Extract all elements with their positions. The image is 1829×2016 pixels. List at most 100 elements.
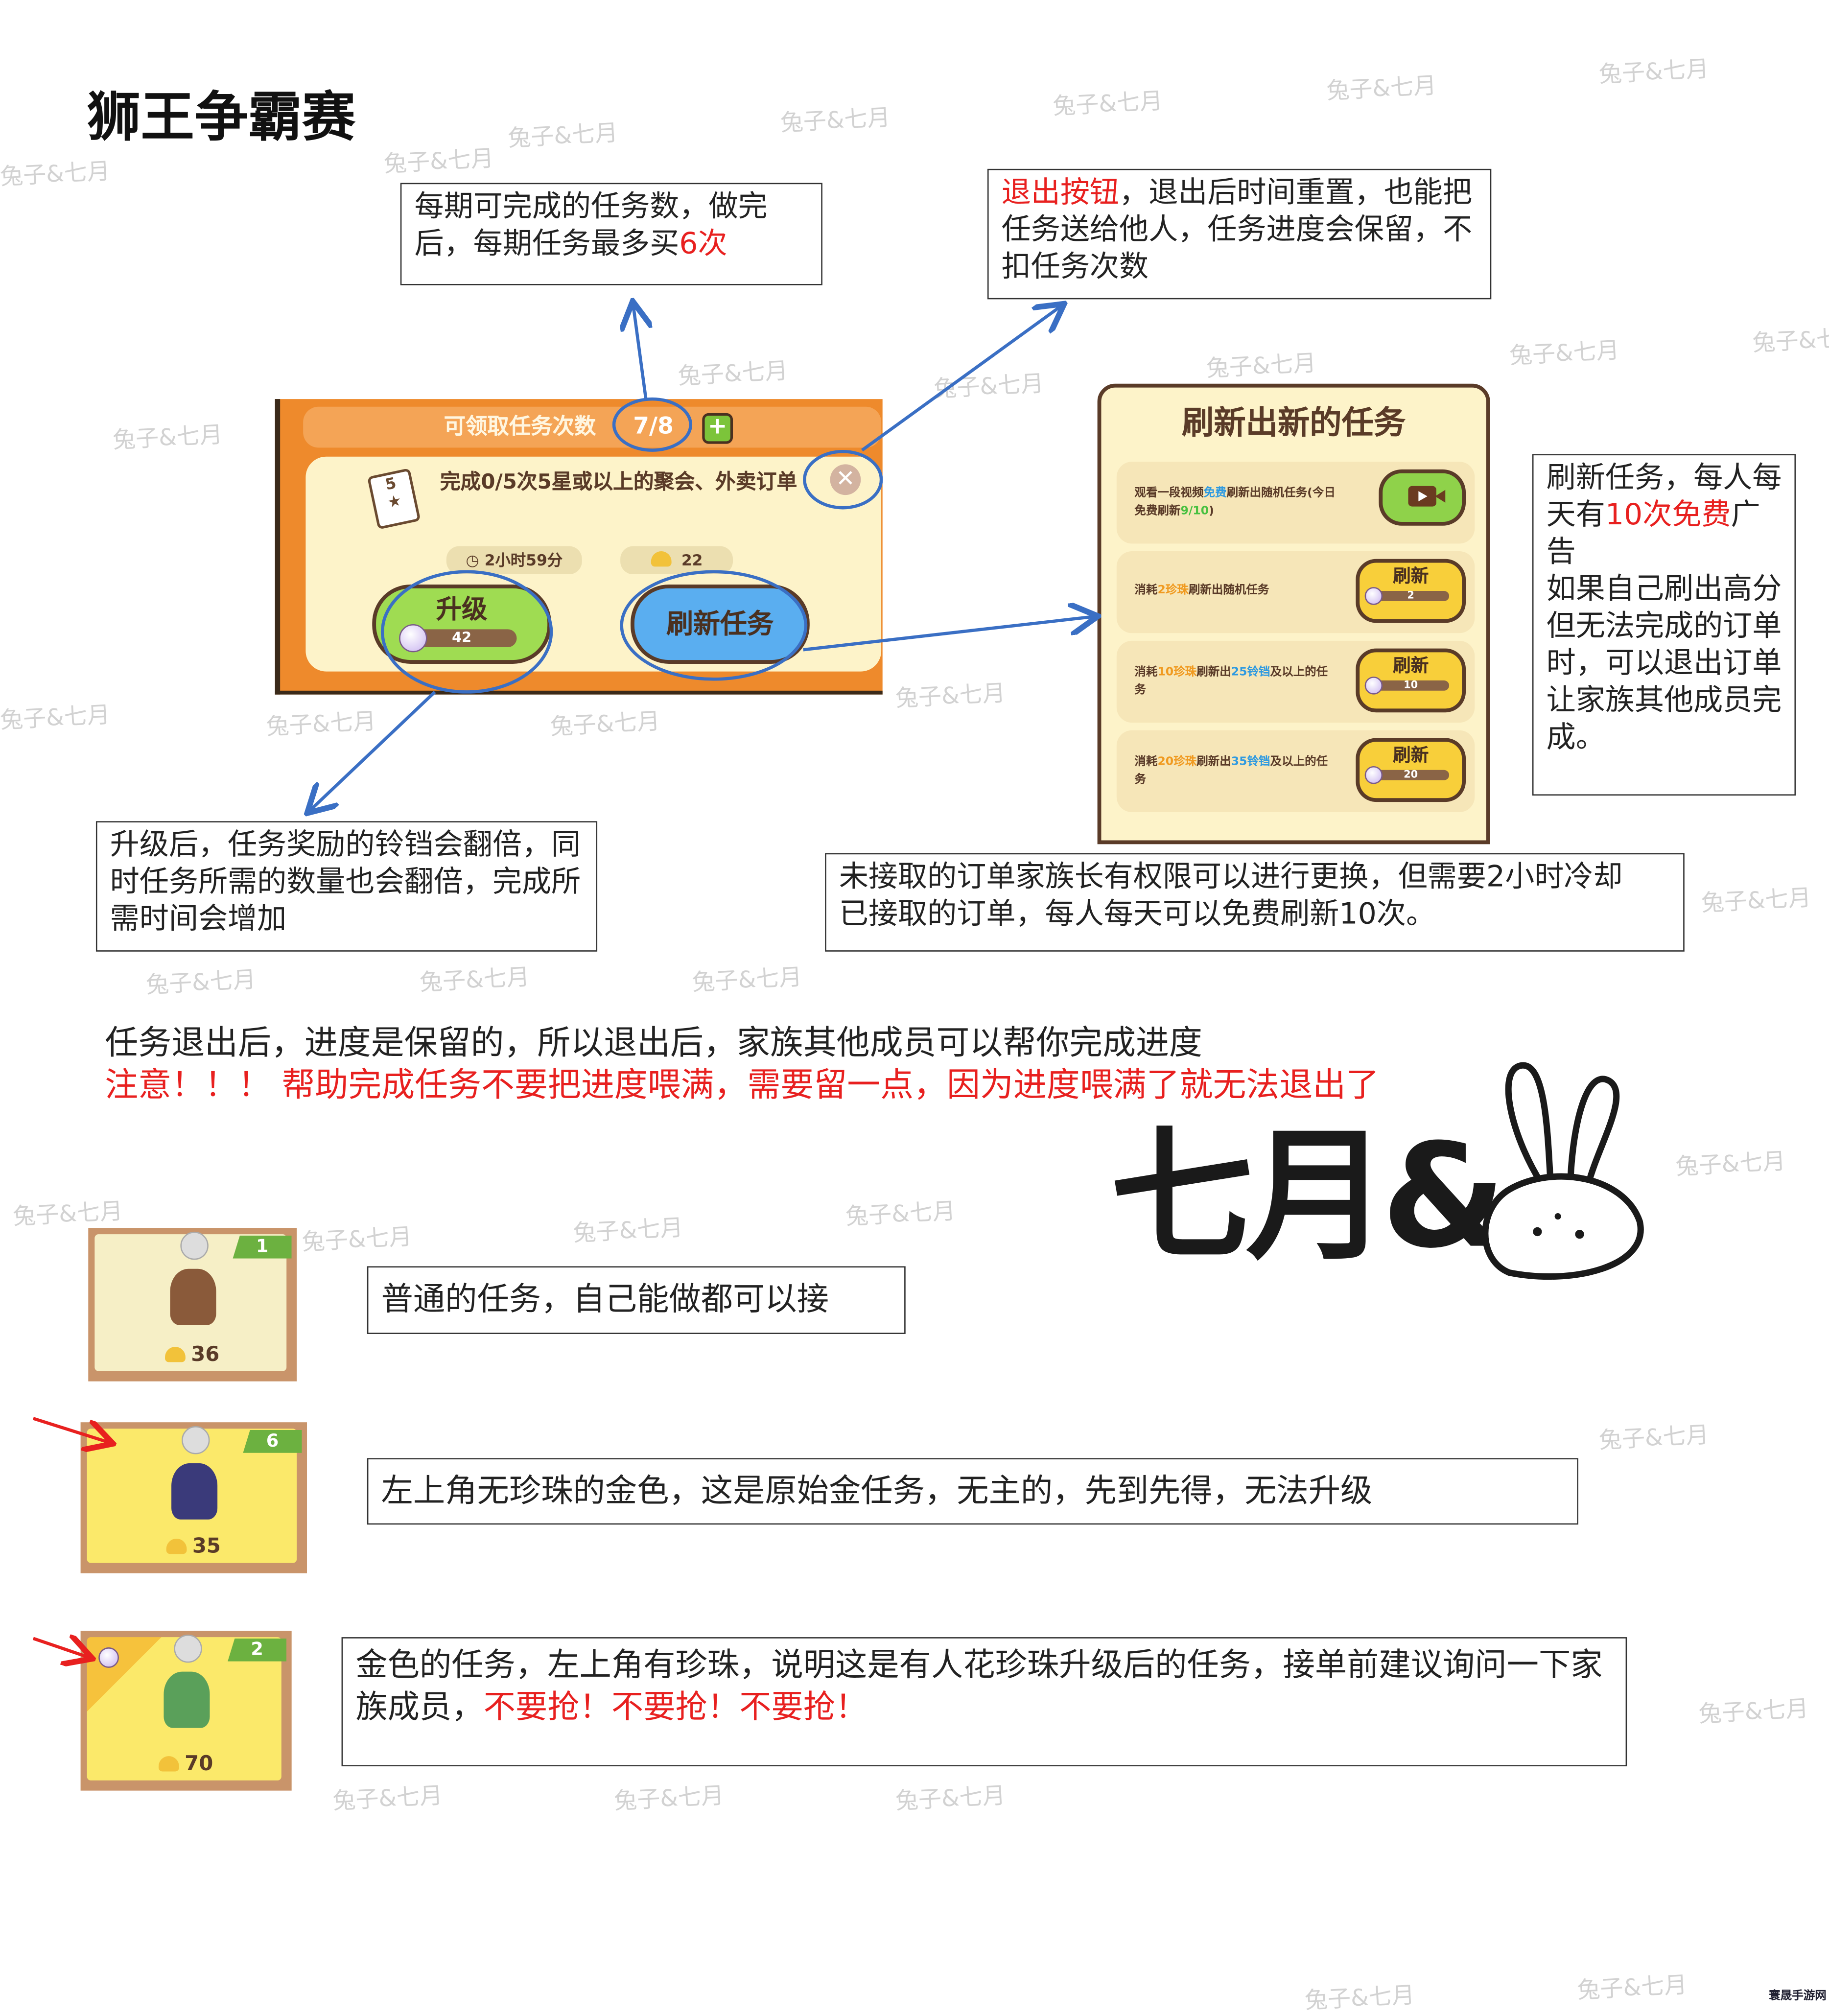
note-line: 已接取的订单，每人每天可以免费刷新10次。 — [839, 898, 1436, 931]
task-card-normal[interactable]: 1 36 — [88, 1228, 297, 1382]
item-icon — [170, 1463, 217, 1520]
text-part: 20珍珠 — [1157, 756, 1197, 769]
text-part: 刷新出随机任务 — [1188, 584, 1269, 598]
bell-icon — [165, 1347, 186, 1362]
card-reward: 35 — [81, 1534, 307, 1558]
red-arrow-original-gold — [32, 1417, 110, 1443]
highlight-refresh — [620, 570, 808, 681]
character-icon — [163, 1671, 210, 1728]
note-upgrade: 升级后，任务奖励的铃铛会翻倍，同时任务所需的数量也会翻倍，完成所需时间会增加 — [95, 821, 598, 952]
brand-logo: 寰晟手游网 — [1769, 1990, 1827, 2003]
refresh-option-video: 观看一段视频免费刷新出随机任务(今日免费刷新9/10) — [1116, 462, 1475, 544]
text-part: 消耗 — [1134, 756, 1158, 769]
refresh-cost: 20 — [1364, 766, 1450, 784]
arrow-to-upgrade-note — [309, 691, 436, 811]
task-card-upgraded-gold[interactable]: 2 70 — [80, 1631, 292, 1791]
watch-video-button[interactable] — [1379, 469, 1466, 526]
exit-task-button[interactable]: ✕ — [830, 464, 861, 495]
bell-icon — [650, 551, 671, 567]
progress-note: 任务退出后，进度是保留的，所以退出后，家族其他成员可以帮你完成进度 注意！！！ … — [105, 1023, 1379, 1107]
page-title: 狮王争霸赛 — [87, 86, 356, 149]
text-part: 35铃铛 — [1231, 756, 1270, 769]
card-level: 6 — [243, 1430, 302, 1453]
refresh-label: 刷新 — [1393, 746, 1429, 766]
note-text: 刷新任务，每人每天有 — [1546, 462, 1782, 532]
pearl-icon — [1364, 677, 1383, 695]
plus-icon[interactable]: + — [702, 413, 733, 444]
text-part: 刷新出随机任务(今日免费刷新 — [1134, 487, 1336, 518]
pearl-icon — [399, 624, 427, 653]
refresh-panel: 刷新出新的任务 观看一段视频免费刷新出随机任务(今日免费刷新9/10) 消耗2珍… — [1097, 383, 1490, 844]
note-buy-count: 每期可完成的任务数，做完后，每期任务最多买6次 — [400, 183, 822, 285]
bunny-icon — [1482, 1062, 1644, 1280]
pearl-icon — [98, 1647, 119, 1668]
option-text: 消耗2珍珠刷新出随机任务 — [1134, 582, 1339, 600]
pin-icon — [173, 1634, 202, 1663]
text-part: 消耗 — [1134, 666, 1158, 680]
bell-count: 35 — [192, 1533, 221, 1558]
bell-count: 70 — [185, 1751, 213, 1776]
task-description: 完成0/5次5星或以上的聚会、外卖订单 — [440, 469, 797, 494]
bell-icon — [166, 1538, 188, 1554]
note-highlight: 不要抢！不要抢！不要抢！ — [483, 1688, 868, 1726]
note-highlight: 10次免费 — [1605, 498, 1731, 532]
note-text: 如果自己刷出高分但无法完成的订单时，可以退出订单让家族其他成员完成。 — [1546, 573, 1782, 755]
task-count: 7/8 — [633, 413, 674, 440]
arrow-to-exit-note — [861, 305, 1062, 452]
highlight-exit — [803, 449, 883, 510]
task-count-header: 可领取任务次数 — [303, 406, 882, 448]
note-highlight: 6次 — [679, 228, 727, 261]
text-part: 2珍珠 — [1157, 584, 1189, 598]
note-line: 未接取的订单家族长有权限可以进行更换，但需要2小时冷却 — [839, 861, 1623, 894]
text-part: 及以上的任务 — [1134, 756, 1328, 787]
character-icon — [169, 1268, 216, 1325]
refresh-panel-title: 刷新出新的任务 — [1182, 404, 1406, 442]
bell-count: 36 — [191, 1341, 220, 1366]
text-part: 消耗 — [1134, 584, 1158, 598]
bell-reward: 22 — [620, 546, 733, 575]
note-text: 金色的任务，左上角有珍珠，说明这是有人花珍珠升级后的任务，接单前建议询问一下家族… — [355, 1646, 1603, 1726]
note-text: 每期可完成的任务数，做完后，每期任务最多买 — [414, 190, 768, 261]
upgrade-cost: 42 — [399, 624, 517, 653]
progress-line: 任务退出后，进度是保留的，所以退出后，家族其他成员可以帮你完成进度 — [105, 1024, 1202, 1063]
time-remaining: ◷ 2小时59分 — [446, 546, 582, 575]
warning-line: 注意！！！ 帮助完成任务不要把进度喂满，需要留一点，因为进度喂满了就无法退出了 — [105, 1066, 1380, 1105]
text-part: 9/10 — [1180, 505, 1209, 518]
card-reward: 36 — [88, 1342, 297, 1366]
note-original-gold: 左上角无珍珠的金色，这是原始金任务，无主的，先到先得，无法升级 — [367, 1458, 1578, 1525]
pin-icon — [181, 1426, 210, 1454]
note-upgraded-gold: 金色的任务，左上角有珍珠，说明这是有人花珍珠升级后的任务，接单前建议询问一下家族… — [341, 1637, 1627, 1767]
video-camera-icon — [1408, 486, 1436, 507]
text-part: 免费 — [1203, 487, 1227, 500]
pearl-icon — [1364, 587, 1383, 605]
text-part: 及以上的任务 — [1134, 666, 1328, 697]
card-level: 2 — [228, 1638, 287, 1662]
task-card-original-gold[interactable]: 6 35 — [80, 1422, 307, 1573]
bell-count: 22 — [681, 551, 703, 569]
note-replace: 未接取的订单家族长有权限可以进行更换，但需要2小时冷却已接取的订单，每人每天可以… — [825, 853, 1685, 952]
pin-icon — [180, 1231, 208, 1260]
arrow-to-buy-note — [633, 305, 646, 399]
card-reward: 70 — [81, 1751, 292, 1776]
logo: 七月& — [1110, 1125, 1506, 1269]
refresh-label: 刷新 — [1393, 656, 1429, 677]
upgrade-label: 升级 — [436, 593, 488, 624]
time-text: 2小时59分 — [484, 551, 563, 569]
option-text: 消耗20珍珠刷新出35铃铛及以上的任务 — [1134, 753, 1339, 789]
logo-text: 七月& — [1110, 1114, 1506, 1281]
text-part: 观看一段视频 — [1134, 487, 1204, 500]
refresh-task-button[interactable]: 刷新任务 — [631, 584, 810, 664]
option-text: 消耗10珍珠刷新出25铃铛及以上的任务 — [1134, 664, 1339, 700]
card-level: 1 — [233, 1235, 292, 1259]
bell-icon — [159, 1756, 180, 1772]
note-normal-task: 普通的任务，自己能做都可以接 — [367, 1266, 906, 1334]
